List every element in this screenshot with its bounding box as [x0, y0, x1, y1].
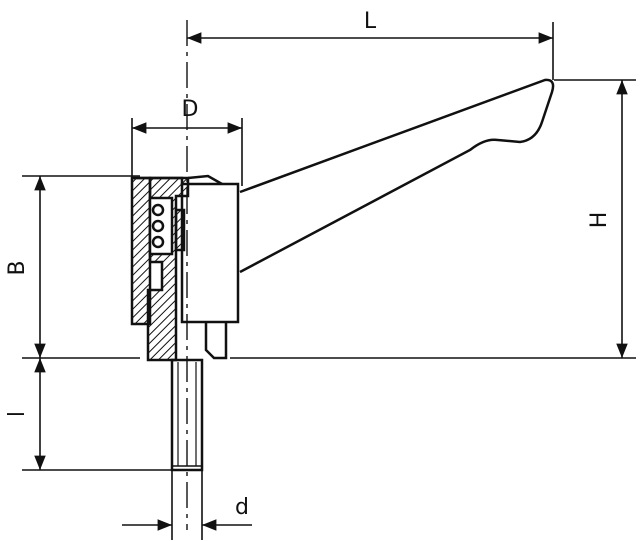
section-view — [130, 174, 223, 362]
label-l: l — [5, 411, 30, 417]
clamping-lever — [180, 78, 555, 360]
hub-collar — [204, 322, 228, 360]
ball-3 — [151, 235, 165, 249]
lever-arm — [239, 78, 555, 274]
ball-2 — [151, 219, 165, 233]
label-L: L — [364, 9, 377, 34]
hub-cap — [132, 176, 184, 184]
hub-body — [180, 182, 240, 324]
ball-1 — [151, 203, 165, 217]
hub-shoulder — [187, 174, 223, 186]
dimensions — [22, 22, 636, 540]
label-d: d — [235, 495, 249, 520]
label-B: B — [5, 260, 30, 275]
ring-section — [174, 208, 186, 252]
label-H: H — [587, 212, 612, 229]
label-D: D — [182, 97, 199, 122]
